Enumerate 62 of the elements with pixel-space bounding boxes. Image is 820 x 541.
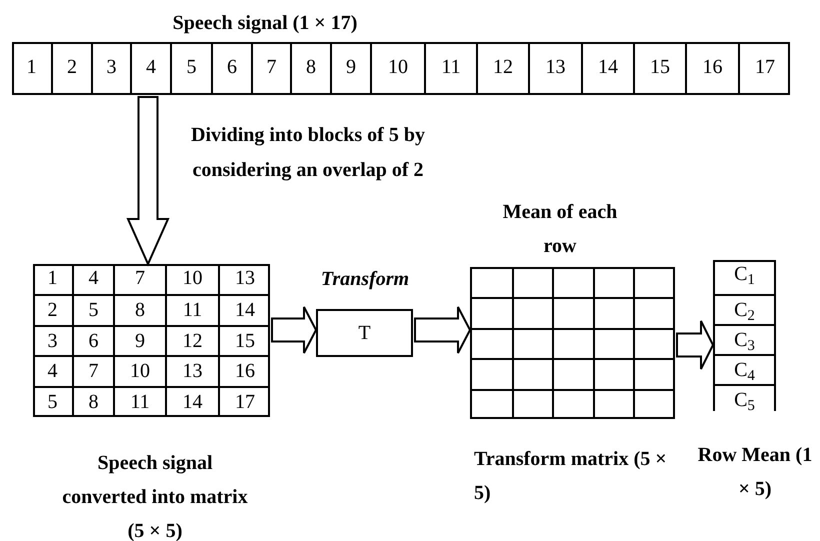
array-cell: 11 bbox=[424, 44, 476, 93]
array-cell: 7 bbox=[251, 44, 290, 93]
transform-matrix bbox=[470, 267, 675, 419]
array-cell: 8 bbox=[290, 44, 330, 93]
caption-text: Mean of each row bbox=[502, 200, 618, 259]
block-arrow bbox=[126, 96, 170, 266]
block-arrow bbox=[271, 306, 318, 354]
matrix-cell: 14 bbox=[165, 386, 218, 417]
matrix-cell: 5 bbox=[33, 386, 72, 417]
matrix-cell: 13 bbox=[218, 264, 270, 294]
array-cell: 13 bbox=[528, 44, 581, 93]
matrix-cell: 17 bbox=[218, 386, 270, 417]
array-cell: 17 bbox=[738, 44, 790, 93]
matrix-cell: 13 bbox=[165, 355, 218, 386]
caption-text: Speech signal converted into matrix (5 × 5) bbox=[61, 451, 249, 541]
matrix-cell: 9 bbox=[113, 325, 165, 355]
matrix-cell: 16 bbox=[218, 355, 270, 386]
matrix-cell: 11 bbox=[165, 294, 218, 325]
matrix-cell: 15 bbox=[218, 325, 270, 355]
array-cell: 12 bbox=[476, 44, 528, 93]
matrix-cell: 7 bbox=[72, 355, 113, 386]
matrix-cell: 14 bbox=[218, 294, 270, 325]
matrix-cell-text: 1 bbox=[46, 266, 58, 291]
vector-cell-text: C$_{1}$ bbox=[733, 262, 756, 290]
signal-matrix bbox=[33, 264, 270, 417]
vector-cell: C$_{5}$ bbox=[715, 384, 774, 411]
vector-cell: C$_{4}$ bbox=[715, 354, 774, 384]
matrix-cell: 12 bbox=[165, 325, 218, 355]
matrix-cell: 8 bbox=[113, 294, 165, 325]
matrix-cell: 2 bbox=[33, 294, 72, 325]
vector-cell: C$_{2}$ bbox=[715, 294, 774, 324]
caption-text: Speech signal (1 × 17) bbox=[172, 11, 358, 36]
matrix-cell: 7 bbox=[113, 264, 165, 294]
array-cell-text: 1 bbox=[26, 55, 38, 80]
array-cell: 6 bbox=[211, 44, 251, 93]
matrix-cell: 3 bbox=[33, 325, 72, 355]
matrix-cell: 10 bbox=[113, 355, 165, 386]
transform-box: T bbox=[316, 309, 413, 357]
array-cell: 9 bbox=[330, 44, 370, 93]
array-cell: 14 bbox=[581, 44, 633, 93]
array-cell: 10 bbox=[370, 44, 424, 93]
caption-text: Transform matrix (5 × 5) bbox=[474, 447, 668, 506]
matrix-cell: 10 bbox=[165, 264, 218, 294]
vector-cell: C$_{3}$ bbox=[715, 324, 774, 354]
matrix-cell: 11 bbox=[113, 386, 165, 417]
block-arrow bbox=[414, 306, 472, 354]
caption-text: Row Mean (1 × 5) bbox=[696, 443, 814, 502]
block-arrow bbox=[676, 320, 714, 370]
row-mean-vector bbox=[713, 260, 776, 411]
array-cell: 16 bbox=[685, 44, 738, 93]
matrix-cell: 4 bbox=[33, 355, 72, 386]
caption-text: Transform bbox=[320, 267, 410, 292]
signal-array bbox=[12, 42, 790, 95]
array-cell: 4 bbox=[130, 44, 170, 93]
matrix-cell: 4 bbox=[72, 264, 113, 294]
array-cell: 15 bbox=[633, 44, 685, 93]
matrix-cell: 8 bbox=[72, 386, 113, 417]
array-cell: 5 bbox=[170, 44, 211, 93]
array-cell: 3 bbox=[91, 44, 130, 93]
array-cell: 2 bbox=[51, 44, 91, 93]
matrix-cell: 5 bbox=[72, 294, 113, 325]
matrix-cell: 6 bbox=[72, 325, 113, 355]
